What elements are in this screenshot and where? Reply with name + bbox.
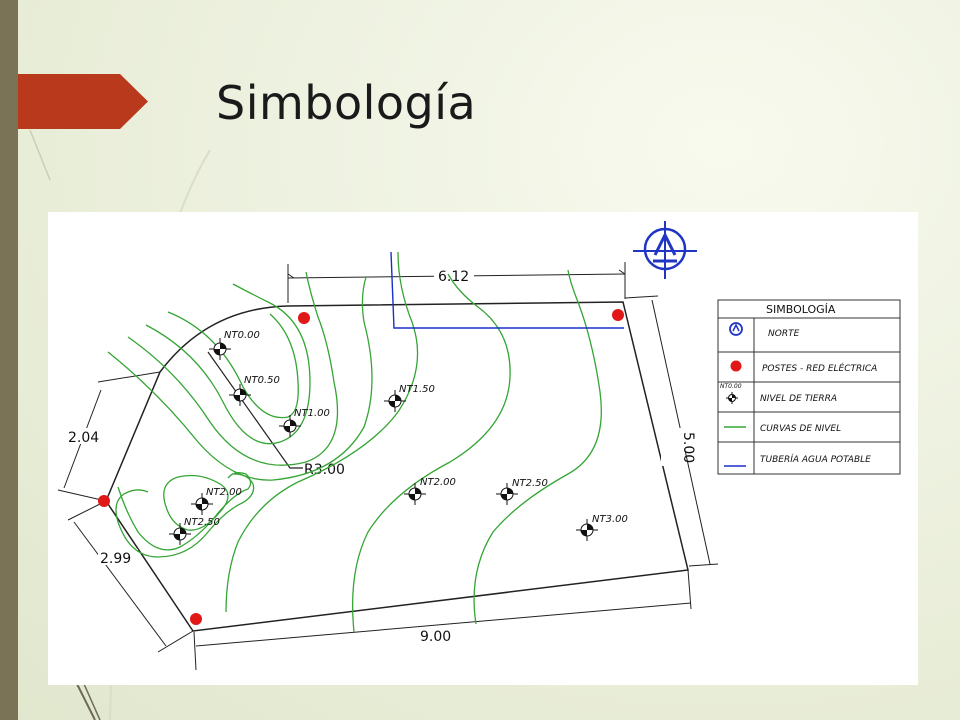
bottom-dimension-bg: [416, 628, 456, 642]
level-label: NT0.00: [224, 330, 260, 341]
electric-post: [98, 495, 110, 507]
legend-level-sample: NT0.00: [720, 383, 742, 390]
right-dimension-bg: [661, 428, 685, 466]
title-arrow-shape: [18, 74, 148, 129]
level-label: NT2.50: [512, 478, 548, 489]
level-label: NT2.00: [206, 487, 242, 498]
legend-item: NIVEL DE TIERRA: [760, 394, 837, 404]
left-lower-dimension-bg: [98, 549, 138, 565]
level-marker: [279, 415, 301, 437]
legend-item: POSTES - RED ELÉCTRICA: [762, 362, 877, 374]
level-label: NT3.00: [592, 514, 628, 525]
level-marker: [229, 384, 251, 406]
level-marker: [384, 390, 406, 412]
top-dimension-label: 6.12: [438, 269, 469, 285]
bottom-dimension: [193, 569, 692, 671]
legend-table: SIMBOLOGÍA NORTE POSTES - RED ELÉCTRICA …: [717, 299, 901, 475]
level-label: NT2.00: [420, 477, 456, 488]
legend-post-icon: [730, 360, 742, 372]
contour-lines: [107, 251, 602, 633]
electric-post: [298, 312, 310, 324]
site-plan-drawing: R3.00 6.12 5.00 9.00: [57, 221, 901, 671]
level-marker: [191, 493, 213, 515]
level-label: NT1.00: [294, 408, 330, 419]
bottom-dimension-label: 9.00: [420, 629, 451, 645]
north-arrow-icon: [633, 221, 697, 279]
left-lower-dimension-label: 2.99: [100, 551, 131, 567]
legend-item: TUBERÍA AGUA POTABLE: [760, 453, 871, 465]
site-plan-panel: R3.00 6.12 5.00 9.00: [48, 212, 918, 685]
legend-north-icon: [729, 322, 743, 336]
top-dimension-bg: [434, 268, 474, 282]
slide-title: Simbología: [216, 76, 477, 130]
legend-title: SIMBOLOGÍA: [766, 303, 836, 316]
level-marker: [576, 519, 598, 541]
level-label: NT1.50: [399, 384, 435, 395]
lot-boundary: [105, 301, 689, 632]
left-upper-dimension-bg: [66, 428, 106, 444]
electric-post: [612, 309, 624, 321]
level-label: NT0.50: [244, 375, 280, 386]
legend-item: CURVAS DE NIVEL: [760, 424, 841, 434]
level-marker: [169, 523, 191, 545]
level-label: NT2.50: [184, 517, 220, 528]
left-upper-dimension-label: 2.04: [68, 430, 99, 446]
electric-post: [190, 613, 202, 625]
radius-leader: [207, 351, 303, 469]
left-lower-dimension: [67, 500, 194, 653]
level-marker: [404, 483, 426, 505]
level-marker: [496, 483, 518, 505]
legend-item: NORTE: [768, 329, 800, 339]
right-dimension-label: 5.00: [680, 432, 696, 463]
water-pipe: [390, 251, 624, 329]
left-accent-bar: [0, 0, 18, 720]
level-marker: [209, 338, 231, 360]
electric-posts: [98, 309, 624, 625]
legend-level-icon: [726, 392, 738, 404]
